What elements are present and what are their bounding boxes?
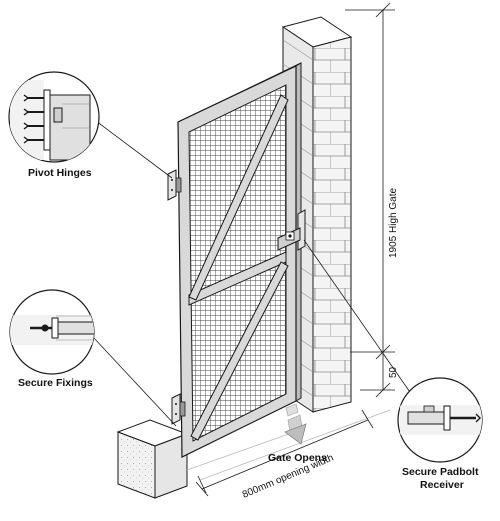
height-dimension-label: 1905 High Gate (388, 188, 399, 258)
ground-gap-label: 50 (388, 366, 399, 378)
gate-opens-arrow-icon (284, 403, 307, 445)
leader-padbolt (303, 239, 413, 396)
padbolt (277, 209, 306, 251)
ground-line (186, 409, 391, 481)
padbolt-label-line1: Secure Padbolt (402, 466, 479, 478)
padbolt-icon (400, 405, 482, 435)
fixings-detail (9, 289, 95, 375)
fixing-icon (10, 315, 94, 345)
gate-panel (177, 62, 302, 458)
padbolt-detail (397, 377, 483, 463)
concrete-base (116, 419, 189, 499)
hinge-lower (171, 393, 186, 425)
leader-fixing (92, 336, 177, 427)
leader-hinge (95, 120, 173, 179)
hinge-detail (8, 71, 100, 163)
ground-gap-dimension: 50 (360, 352, 399, 398)
secure-fixings-label: Secure Fixings (18, 377, 93, 389)
hinge-upper (167, 169, 182, 201)
pivot-hinges-label: Pivot Hinges (28, 167, 92, 179)
padbolt-label-line2: Receiver (420, 479, 464, 491)
height-dimension: 1905 High Gate (345, 2, 399, 360)
